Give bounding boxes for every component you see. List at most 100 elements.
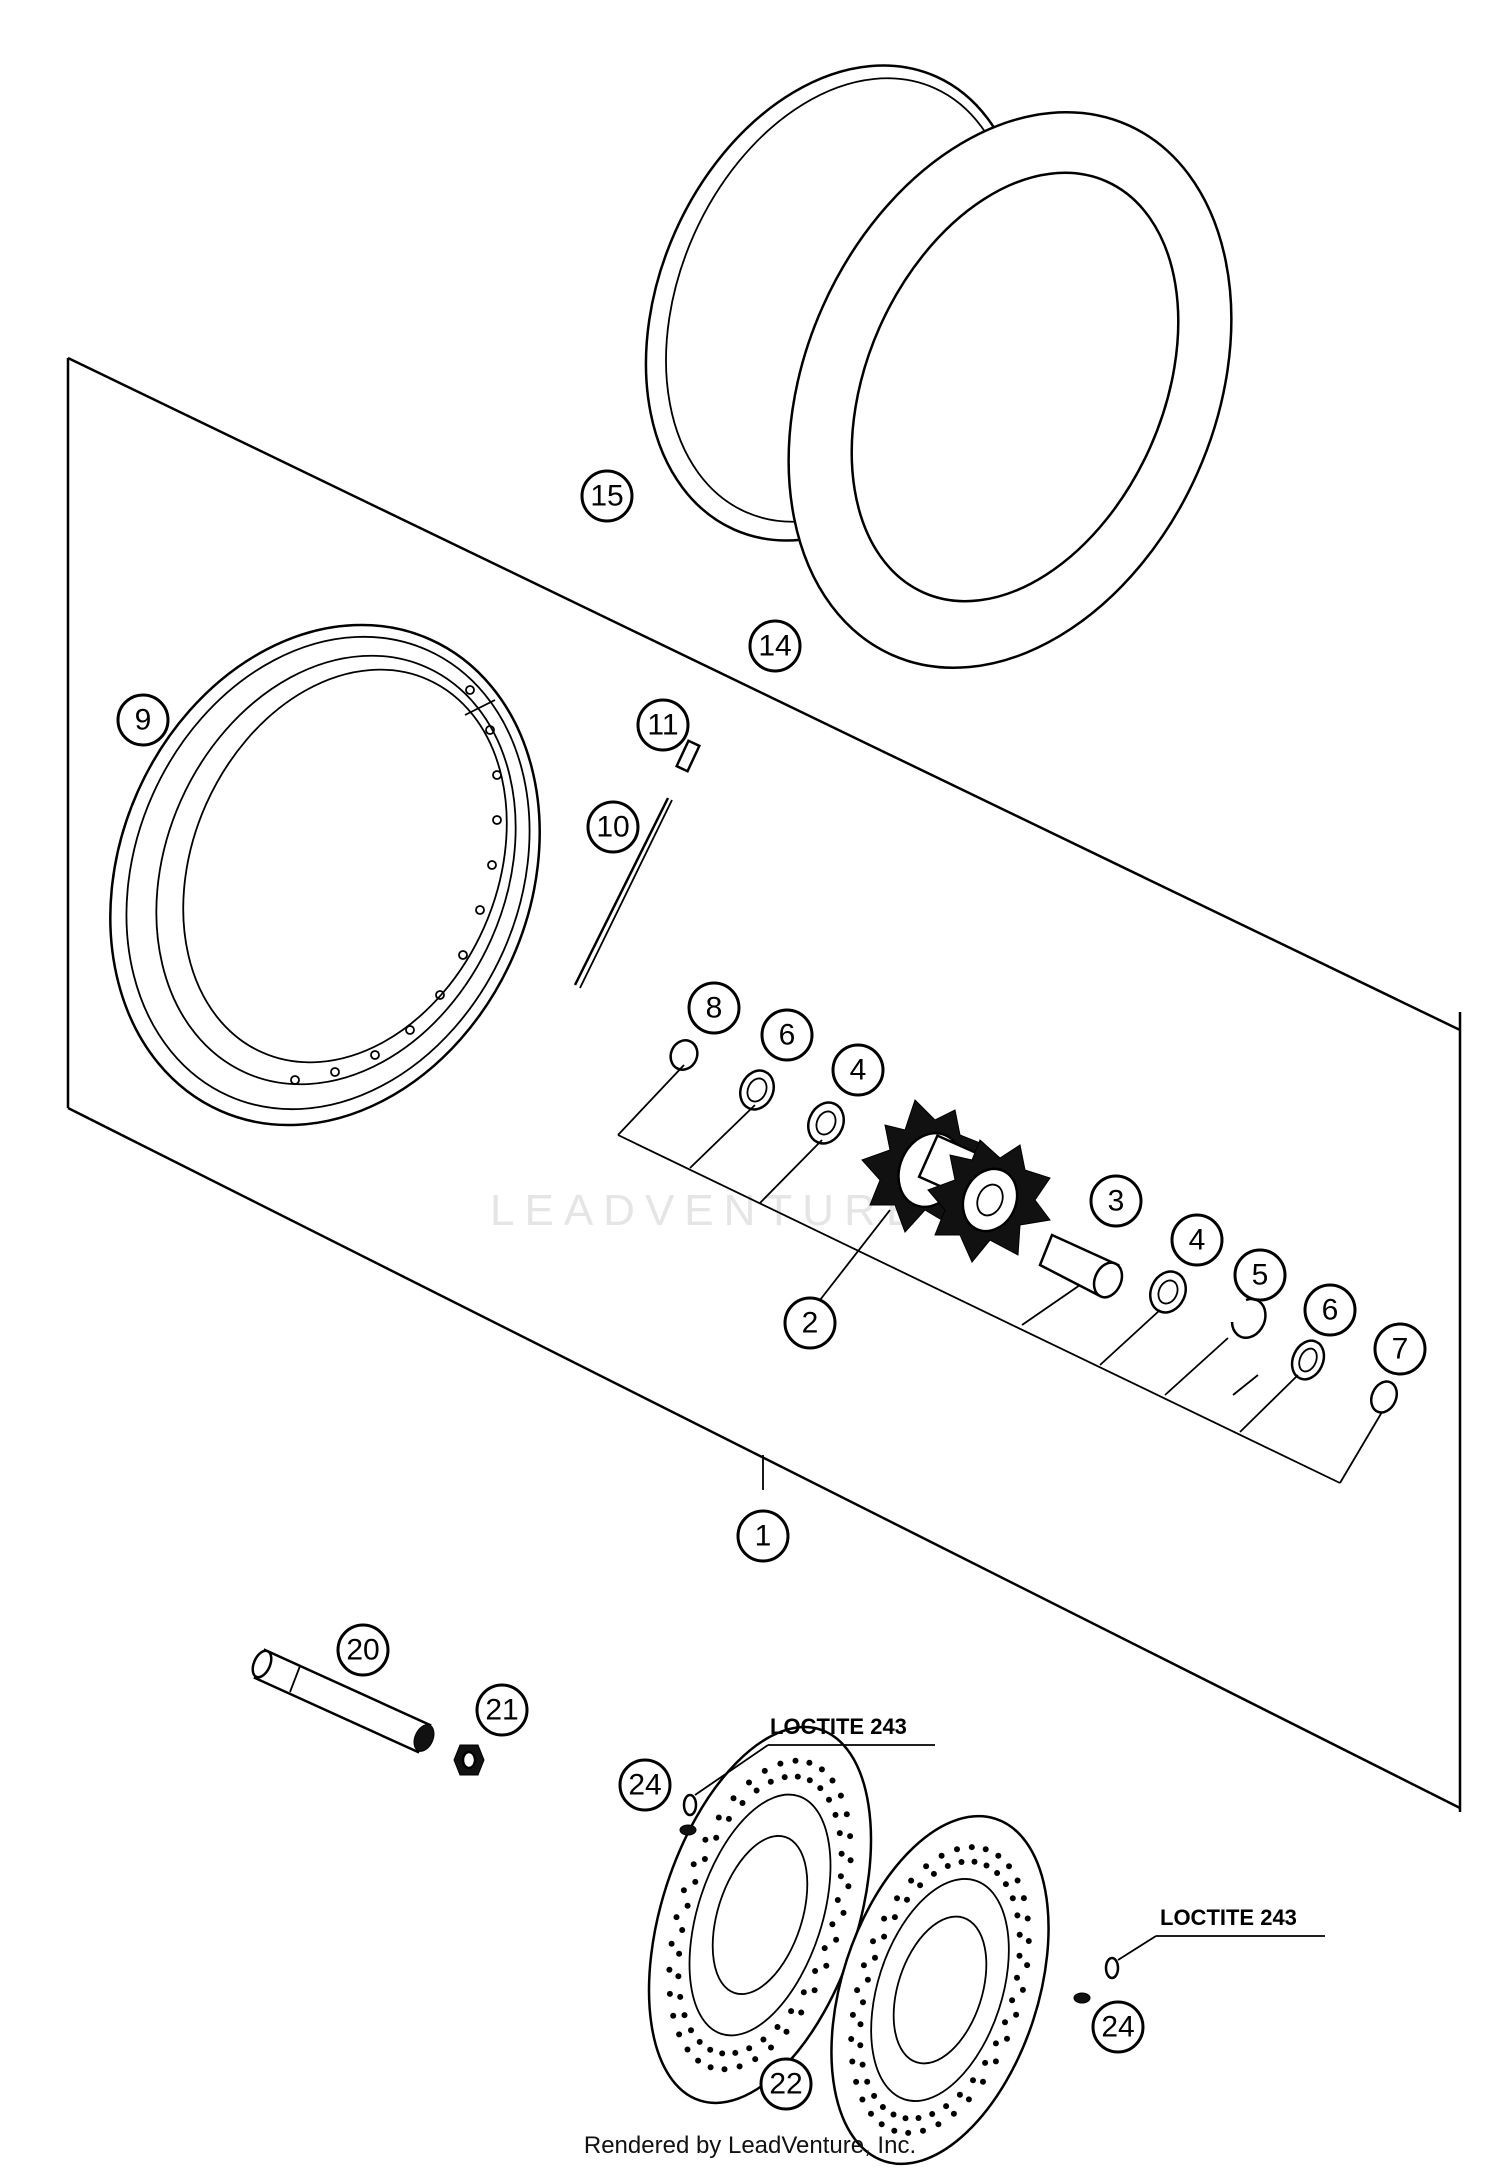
disc-hole (944, 1863, 951, 1869)
callout-1: 1 (736, 1509, 790, 1563)
disc-hole (1009, 1997, 1016, 2004)
disc-hole (829, 1921, 836, 1928)
disc-hole (800, 1989, 807, 1996)
disc-hole (736, 2063, 743, 2070)
disc-hole (891, 2127, 898, 2134)
spacer-part (1038, 1233, 1124, 1299)
disc-hole (968, 1844, 975, 1851)
tire-part (787, 111, 1233, 669)
disc-hole (684, 1902, 691, 1909)
disc-hole (1004, 2035, 1010, 2042)
disc-hole (870, 1938, 876, 1945)
callout-1-label: 1 (755, 1520, 772, 1553)
axle-part (251, 1648, 435, 1754)
disc-hole (792, 1757, 799, 1764)
disc-hole (798, 2009, 805, 2016)
callout-7-label: 7 (1392, 1333, 1409, 1366)
disc-hole (834, 1897, 841, 1903)
disc-hole (684, 2046, 691, 2053)
disc-hole (970, 2077, 976, 2084)
disc-hole (1014, 1974, 1020, 1981)
disc-hole (761, 1767, 768, 1774)
brake-disc-right (830, 1814, 1050, 2166)
disc-hole (721, 2066, 728, 2073)
disc-hole (923, 1863, 930, 1870)
disc-hole (943, 2103, 950, 2110)
disc-hole (836, 1830, 843, 1837)
disc-hole (879, 2104, 886, 2110)
callout-15-label: 15 (590, 480, 623, 513)
disc-hole (817, 1785, 824, 1792)
distance-bushing-7 (1370, 1380, 1398, 1414)
shaft-seal-6-right (1290, 1339, 1326, 1381)
loctite-note-right: LOCTITE 243 (1156, 1905, 1325, 1937)
disc-hole (673, 1914, 680, 1921)
callout-24-left-label: 24 (628, 1769, 661, 1802)
callout-6-left: 6 (760, 1008, 814, 1062)
disc-hole (715, 1814, 722, 1821)
disc-hole (843, 1811, 850, 1818)
disc-hole (818, 1766, 825, 1773)
callout-6-right-label: 6 (1322, 1294, 1339, 1327)
disc-hole (965, 2096, 972, 2103)
disc-hole (832, 1811, 839, 1818)
disc-hole (666, 1966, 673, 1973)
callout-24-left: 24 (618, 1758, 672, 1812)
spoke-part (573, 797, 673, 989)
disc-hole (938, 1852, 945, 1859)
disc-screw-right (1073, 1935, 1157, 2004)
disc-hole (894, 1895, 900, 1902)
disc-hole (811, 1987, 818, 1994)
loctite-note-left: LOCTITE 243 (768, 1714, 935, 1746)
disc-hole (823, 1962, 830, 1969)
disc-hole (992, 2040, 999, 2047)
disc-hole (864, 2078, 871, 2085)
shaft-seal-6-left (739, 1069, 775, 1111)
disc-holes-right (848, 1844, 1032, 2136)
disc-hole (1020, 1895, 1027, 1902)
disc-hole (859, 2096, 866, 2103)
callout-20-label: 20 (346, 1634, 379, 1667)
disc-hole (878, 2121, 885, 2128)
circlip-5 (1230, 1297, 1267, 1339)
disc-hole (980, 2078, 986, 2085)
disc-hole (696, 2038, 703, 2045)
callout-2: 2 (783, 1296, 837, 1350)
disc-hole (806, 1777, 813, 1784)
disc-hole (891, 1914, 898, 1921)
hub-part (861, 1099, 1051, 1263)
callout-4-right-label: 4 (1189, 1224, 1206, 1257)
callout-11-label: 11 (647, 709, 678, 742)
disc-hole (920, 2127, 926, 2134)
callout-2-label: 2 (802, 1307, 819, 1340)
disc-hole (701, 1856, 708, 1862)
disc-hole (1016, 1931, 1023, 1938)
disc-hole (860, 1962, 867, 1969)
disc-hole (806, 1759, 813, 1766)
disc-hole (732, 2049, 739, 2056)
disc-hole (690, 1861, 697, 1868)
disc-hole (688, 2027, 694, 2034)
brake-disc-left (647, 1725, 873, 2105)
disc-hole (1002, 1881, 1009, 1888)
callout-10-label: 10 (596, 811, 629, 844)
callout-22: 22 (759, 2057, 813, 2111)
disc-hole (908, 1877, 915, 1884)
disc-hole (833, 1936, 840, 1943)
disc-hole (1019, 1986, 1026, 1993)
distance-bushing-8 (669, 1039, 699, 1071)
callout-6-right: 6 (1303, 1283, 1357, 1337)
disc-hole (837, 1873, 844, 1880)
callout-9-label: 9 (135, 704, 152, 737)
callout-24-right: 24 (1091, 2000, 1145, 2054)
disc-hole (1014, 1912, 1021, 1919)
disc-hole (881, 1915, 888, 1922)
disc-hole (864, 1976, 871, 1983)
disc-hole (871, 2092, 878, 2099)
disc-hole (902, 2115, 909, 2122)
disc-hole (915, 2115, 922, 2121)
disc-hole (753, 1787, 760, 1794)
disc-hole (917, 1882, 924, 1889)
disc-hole (707, 2064, 714, 2071)
disc-hole (812, 1968, 819, 1974)
